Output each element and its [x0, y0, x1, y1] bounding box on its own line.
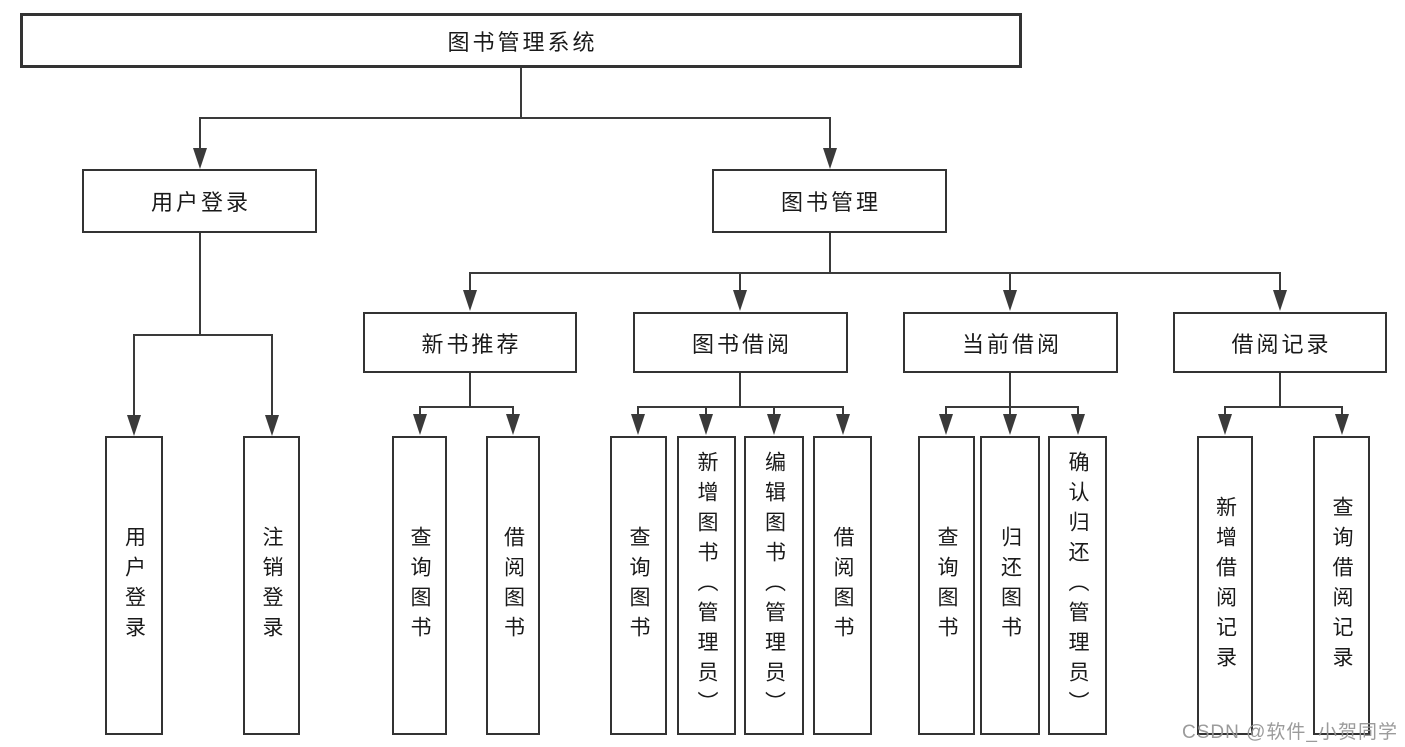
leaf-label: 借阅图书 [831, 525, 854, 646]
leaf-edit-book-admin: 编辑图书（管理员） [744, 436, 804, 735]
leaf-confirm-return-admin: 确认归还（管理员） [1048, 436, 1107, 735]
leaf-borrow-book: 借阅图书 [813, 436, 872, 735]
leaf-user-login: 用户登录 [105, 436, 163, 735]
leaf-label: 查询图书 [935, 525, 958, 646]
node-user-login: 用户登录 [82, 169, 317, 233]
leaf-label: 查询借阅记录 [1330, 495, 1353, 676]
leaf-query-book-current: 查询图书 [918, 436, 975, 735]
node-new-book-recommend: 新书推荐 [363, 312, 577, 373]
leaf-query-book-newbook: 查询图书 [392, 436, 447, 735]
node-book-management: 图书管理 [712, 169, 947, 233]
leaf-label: 借阅图书 [501, 525, 525, 646]
leaf-label: 确认归还（管理员） [1066, 450, 1089, 721]
node-book-borrow: 图书借阅 [633, 312, 848, 373]
watermark: CSDN @软件_小贺同学 [1182, 722, 1398, 743]
node-borrow-records: 借阅记录 [1173, 312, 1387, 373]
leaf-label: 查询图书 [408, 525, 431, 646]
leaf-logout: 注销登录 [243, 436, 300, 735]
leaf-query-book-borrow: 查询图书 [610, 436, 667, 735]
leaf-label: 新增图书（管理员） [695, 450, 718, 721]
leaf-label: 新增借阅记录 [1213, 495, 1237, 676]
leaf-return-book: 归还图书 [980, 436, 1040, 735]
leaf-label: 用户登录 [122, 525, 146, 646]
leaf-label: 编辑图书（管理员） [762, 450, 786, 721]
leaf-add-book-admin: 新增图书（管理员） [677, 436, 736, 735]
node-current-borrow: 当前借阅 [903, 312, 1118, 373]
leaf-borrow-book-newbook: 借阅图书 [486, 436, 540, 735]
node-root: 图书管理系统 [20, 13, 1022, 68]
leaf-label: 注销登录 [260, 525, 283, 646]
leaf-query-borrow-record: 查询借阅记录 [1313, 436, 1370, 735]
leaf-label: 归还图书 [998, 525, 1022, 646]
leaf-add-borrow-record: 新增借阅记录 [1197, 436, 1253, 735]
leaf-label: 查询图书 [627, 525, 650, 646]
